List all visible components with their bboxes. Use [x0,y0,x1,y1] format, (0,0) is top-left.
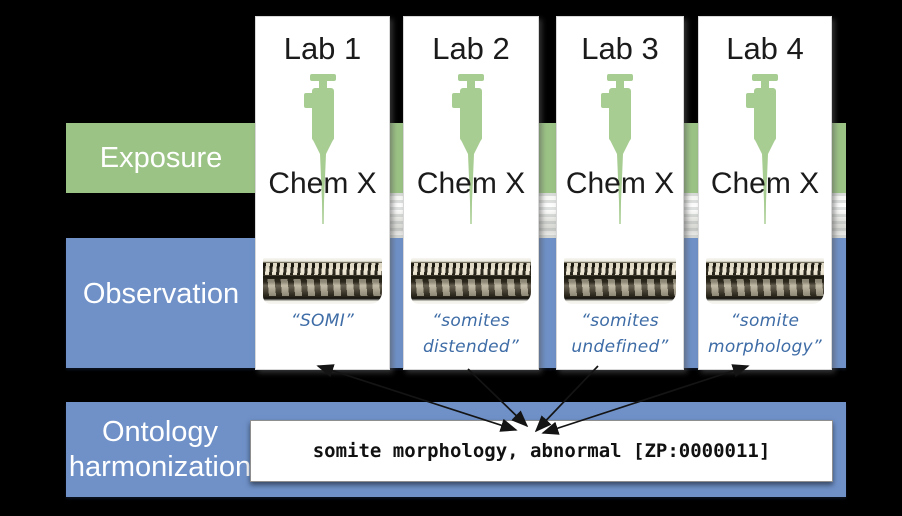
quote-line: “somites [432,311,510,331]
gap-photo-artifact [388,193,403,238]
zebrafish-embryo-image [706,258,824,304]
observation-quote: “somites distended” [404,308,538,360]
exposure-label: Exposure [99,141,223,174]
zebrafish-embryo-image [263,258,382,304]
chemical-label: Chem X [565,167,675,200]
gap-photo-artifact [682,193,698,238]
harmonized-term-text: somite morphology, abnormal [ZP:0000011] [312,440,771,462]
pipette-icon [303,74,336,224]
chemical-label: Chem X [416,167,526,200]
lab-card-1: Lab 1 Chem X “SOMI” [255,16,390,370]
harmonization-label: Ontology harmonization [60,402,260,497]
quote-line: “somite [730,311,800,331]
quote-line: undefined” [571,337,669,357]
harmonized-term-box: somite morphology, abnormal [ZP:0000011] [250,420,833,482]
observation-quote: “SOMI” [256,308,389,334]
zebrafish-embryo-image [411,258,531,304]
chemical-label: Chem X [710,167,820,200]
gap-photo-artifact [830,193,846,238]
observation-label: Observation [82,277,240,310]
quote-line: “somites [581,311,659,331]
quote-line: morphology” [708,337,822,357]
lab-title: Lab 1 [283,31,362,66]
pipette-icon [601,74,633,224]
lab-title: Lab 3 [581,31,659,66]
observation-quote: “somite morphology” [699,308,831,360]
lab-card-2: Lab 2 Chem X “somites distended” [403,16,539,370]
quote-line: “SOMI” [290,311,355,331]
pipette-icon [746,74,778,224]
lab-title: Lab 2 [432,31,510,66]
chemical-label: Chem X [268,167,377,200]
gap-photo-artifact [537,193,556,238]
harmonization-label-line1: Ontology [101,415,219,448]
zebrafish-embryo-image [564,258,676,304]
lab-card-3: Lab 3 Chem X “somites undefined” [556,16,684,370]
lab-title: Lab 4 [726,31,804,66]
pipette-icon [452,74,484,224]
harmonization-label-line2: harmonization [68,450,252,483]
lab-card-4: Lab 4 Chem X “somite morphology” [698,16,832,370]
quote-line: distended” [422,337,520,357]
observation-quote: “somites undefined” [557,308,683,360]
